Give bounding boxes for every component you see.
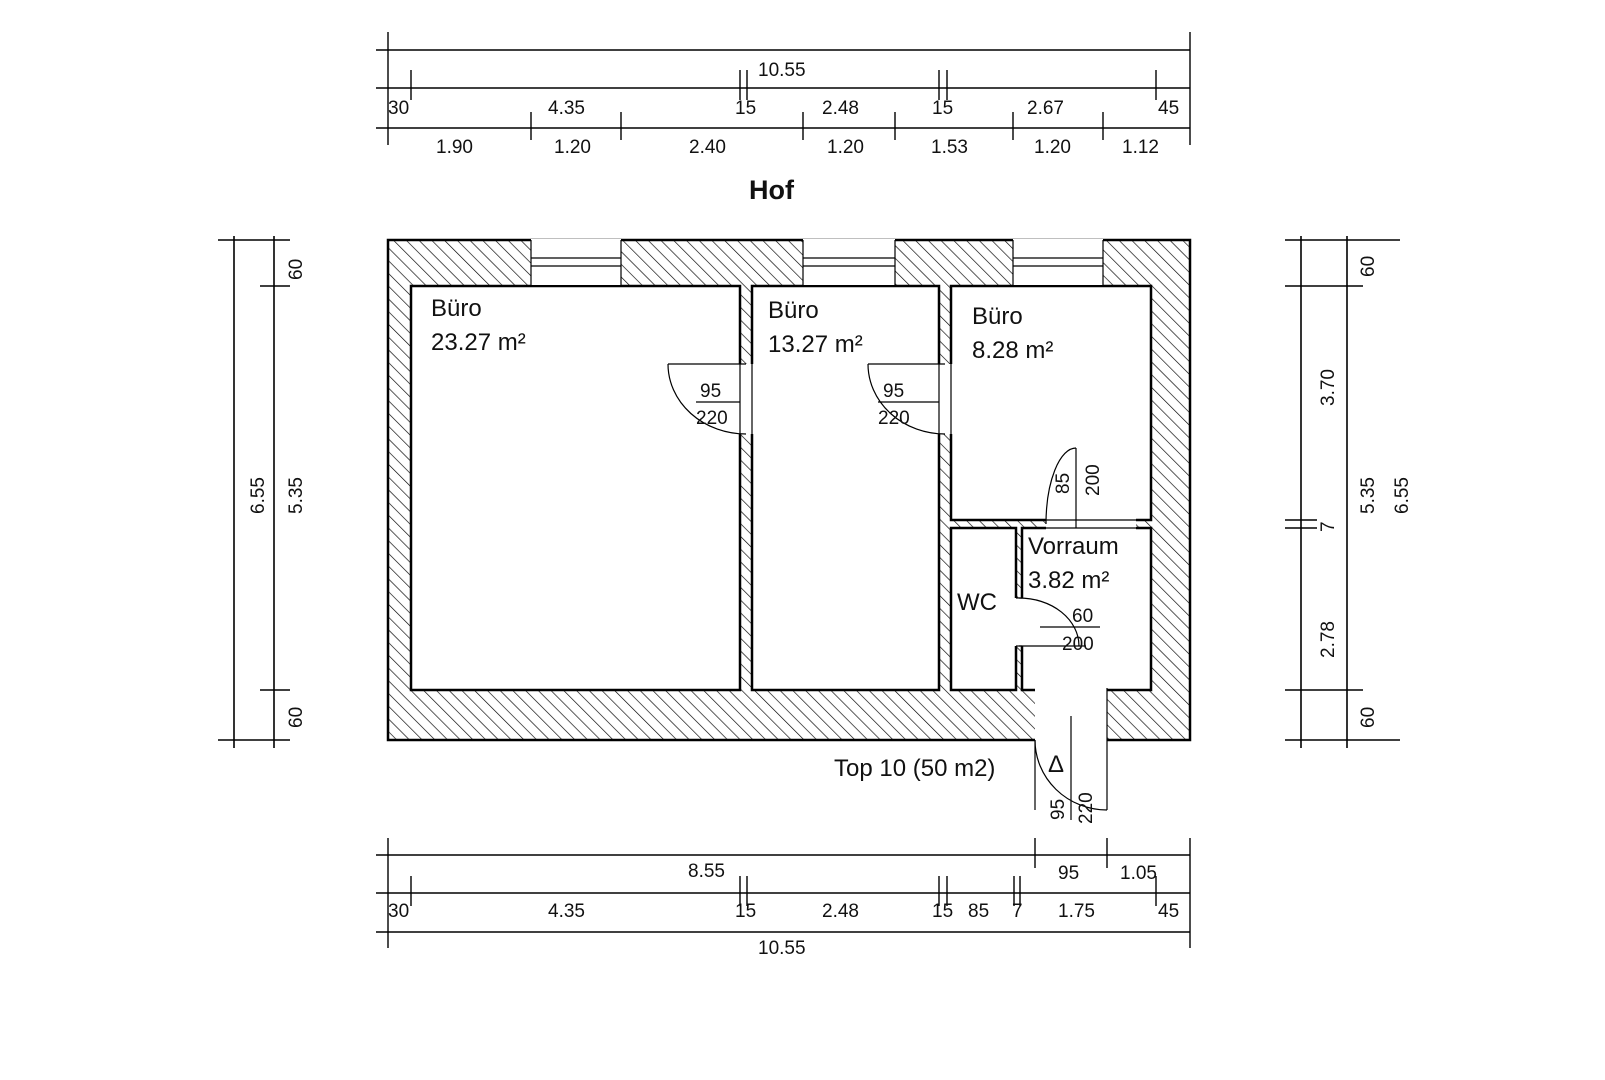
dim-bottom-1-0: 8.55 <box>688 861 725 882</box>
dim-top-2-5: 2.67 <box>1027 98 1064 119</box>
door-2-width: 95 <box>883 381 904 402</box>
room-labels: Büro 23.27 m² Büro 13.27 m² Büro 8.28 m²… <box>431 295 1119 616</box>
door-2-height: 220 <box>878 408 910 429</box>
dim-top-2-6: 45 <box>1158 98 1179 119</box>
door-4-height: 200 <box>1062 634 1094 655</box>
door-4-width: 60 <box>1072 606 1093 627</box>
dim-bottom-2-4: 15 <box>932 901 953 922</box>
dim-bottom-2-3: 2.48 <box>822 901 859 922</box>
dim-top-3-4: 1.53 <box>931 137 968 158</box>
room-name-buero-3: Büro <box>972 303 1023 330</box>
left-dimensions: 60 5.35 60 6.55 <box>218 236 307 748</box>
dim-top-3-3: 1.20 <box>827 137 864 158</box>
door-5-height: 220 <box>1076 792 1097 824</box>
door-1-height: 220 <box>696 408 728 429</box>
dim-bottom-2-2: 15 <box>735 901 756 922</box>
door-5-width: 95 <box>1048 799 1069 820</box>
door-3-height: 200 <box>1083 464 1104 496</box>
dim-right-4: 60 <box>1358 707 1379 728</box>
room-area-buero-1: 23.27 m² <box>431 329 526 356</box>
right-dimensions: 60 3.70 7 2.78 60 5.35 6.55 <box>1285 236 1413 748</box>
dim-top-2-4: 15 <box>932 98 953 119</box>
dim-right-0: 60 <box>1358 256 1379 277</box>
door-1-width: 95 <box>700 381 721 402</box>
dim-right-5: 5.35 <box>1358 477 1379 514</box>
dim-top-total: 10.55 <box>758 60 806 81</box>
window-frames <box>530 240 1104 286</box>
dim-top-2-0: 30 <box>388 98 409 119</box>
exterior-wall <box>386 238 1192 742</box>
dim-top-2-1: 4.35 <box>548 98 585 119</box>
dim-left-0: 60 <box>286 259 307 280</box>
dim-top-3-6: 1.12 <box>1122 137 1159 158</box>
door-3-width: 85 <box>1053 473 1074 494</box>
dim-left-1: 5.35 <box>286 477 307 514</box>
dim-bottom-1-2: 1.05 <box>1120 863 1157 884</box>
door-opening-1 <box>738 364 754 434</box>
dim-bottom-1-1: 95 <box>1058 863 1079 884</box>
entrance-marker: Δ <box>1048 751 1064 778</box>
room-name-buero-1: Büro <box>431 295 482 322</box>
room-name-buero-2: Büro <box>768 297 819 324</box>
dim-left-2: 60 <box>286 707 307 728</box>
room-area-buero-3: 8.28 m² <box>972 337 1053 364</box>
door-opening-2 <box>937 364 953 434</box>
door-swings <box>667 363 1136 820</box>
door-labels: 95 220 95 220 85 200 60 200 95 220 <box>696 381 1104 824</box>
dim-top-2-3: 2.48 <box>822 98 859 119</box>
room-name-wc: WC <box>957 589 997 616</box>
dim-right-2: 7 <box>1318 521 1339 532</box>
room-name-vorraum: Vorraum <box>1028 533 1119 560</box>
apartment-label: Top 10 (50 m2) <box>834 755 995 782</box>
dim-bottom-2-5: 85 <box>968 901 989 922</box>
top-dimensions: 10.55 30 4.35 15 2.48 15 2.67 45 1.90 1.… <box>376 32 1191 158</box>
door-opening-4 <box>1014 598 1024 646</box>
window-1 <box>531 239 621 285</box>
window-2 <box>803 239 895 285</box>
dim-right-1: 3.70 <box>1318 369 1339 406</box>
room-area-buero-2: 13.27 m² <box>768 331 863 358</box>
dim-top-3-5: 1.20 <box>1034 137 1071 158</box>
dim-right-3: 2.78 <box>1318 621 1339 658</box>
dim-top-3-1: 1.20 <box>554 137 591 158</box>
courtyard-label: Hof <box>749 175 795 205</box>
dim-bottom-2-8: 45 <box>1158 901 1179 922</box>
walls <box>386 238 1192 742</box>
door-opening-3 <box>1046 518 1136 530</box>
dim-left-3: 6.55 <box>248 477 269 514</box>
dim-top-3-0: 1.90 <box>436 137 473 158</box>
room-area-vorraum: 3.82 m² <box>1028 567 1109 594</box>
dim-bottom-total: 10.55 <box>758 938 806 959</box>
dim-top-3-2: 2.40 <box>689 137 726 158</box>
dim-bottom-2-6: 7 <box>1012 901 1023 922</box>
dim-bottom-2-7: 1.75 <box>1058 901 1095 922</box>
dim-right-6: 6.55 <box>1392 477 1413 514</box>
window-3 <box>1013 239 1103 285</box>
dim-bottom-2-1: 4.35 <box>548 901 585 922</box>
dim-top-2-2: 15 <box>735 98 756 119</box>
dim-bottom-2-0: 30 <box>388 901 409 922</box>
bottom-dimensions: 8.55 95 1.05 30 4.35 15 2.48 15 85 7 1.7… <box>376 838 1191 959</box>
